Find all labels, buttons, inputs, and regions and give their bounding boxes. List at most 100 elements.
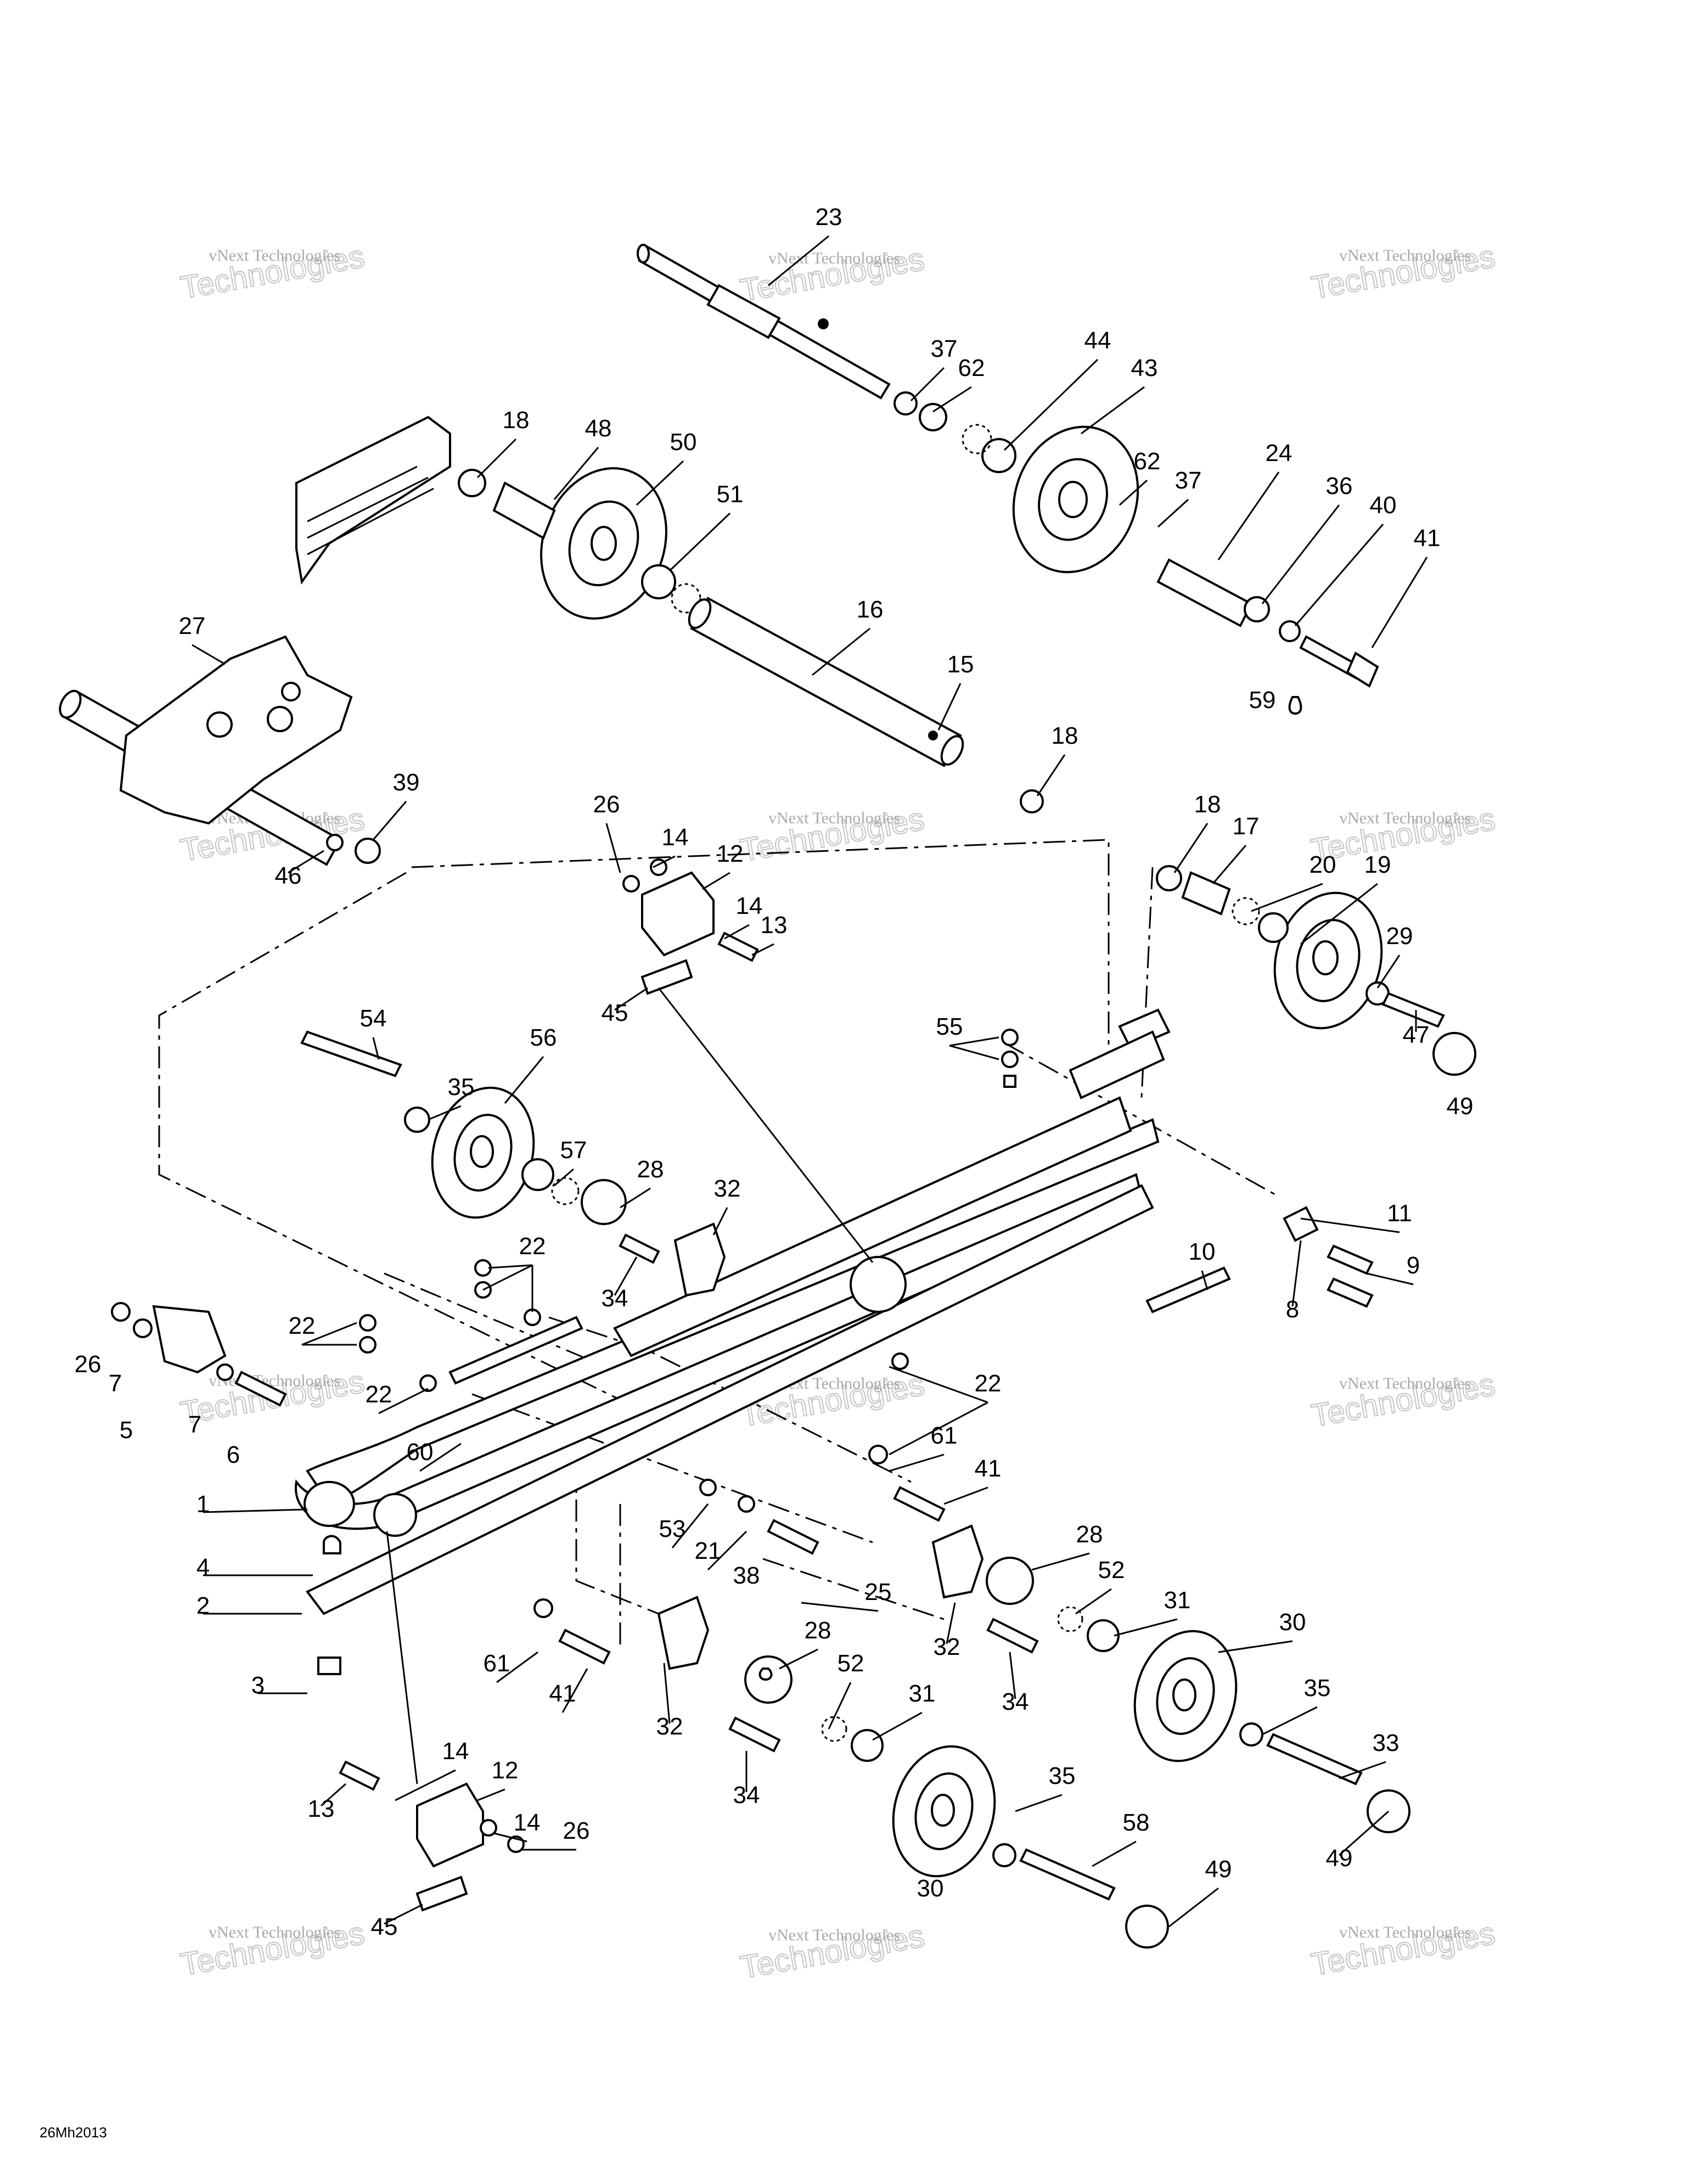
callout-18: 18 <box>1194 791 1221 818</box>
leader-line <box>910 367 945 402</box>
callout-41: 41 <box>1414 525 1441 552</box>
callout-37: 37 <box>931 335 958 362</box>
leader-line <box>1201 1270 1209 1290</box>
callout-23: 23 <box>816 204 842 231</box>
callout-6: 6 <box>227 1441 240 1468</box>
svg-text:vNext Technologies: vNext Technologies <box>209 246 340 265</box>
callout-62: 62 <box>1134 448 1161 475</box>
leader-line <box>1009 1652 1016 1699</box>
leader-line <box>605 823 621 873</box>
callout-56: 56 <box>530 1024 557 1051</box>
callout-40: 40 <box>1370 492 1397 519</box>
callout-14: 14 <box>442 1738 469 1765</box>
leader-line <box>384 1904 423 1925</box>
leader-line <box>482 1264 533 1291</box>
svg-text:vNext Technologies: vNext Technologies <box>768 809 900 827</box>
callout-18: 18 <box>1052 722 1078 749</box>
leader-line <box>1173 823 1209 873</box>
leader-line <box>943 1486 988 1505</box>
leader-line <box>554 1168 574 1187</box>
callout-8: 8 <box>1286 1296 1299 1323</box>
leader-line <box>614 987 648 1011</box>
leader-line <box>712 1207 728 1236</box>
callout-13: 13 <box>761 912 788 939</box>
wheel-30-left <box>744 1655 1169 1949</box>
callout-46: 46 <box>275 862 302 889</box>
leader-line <box>1157 498 1189 528</box>
leader-line <box>872 1711 923 1741</box>
callout-62: 62 <box>958 355 985 381</box>
callout-52: 52 <box>1098 1557 1125 1584</box>
callout-17: 17 <box>1233 813 1260 840</box>
leader-line <box>1294 524 1384 626</box>
leader-line <box>768 235 829 287</box>
leader-line <box>653 855 676 868</box>
callout-20: 20 <box>1310 851 1336 878</box>
callout-9: 9 <box>1407 1252 1420 1279</box>
callout-2: 2 <box>196 1592 210 1619</box>
callout-38: 38 <box>733 1562 760 1589</box>
leader-line <box>668 512 731 572</box>
callout-30: 30 <box>1279 1609 1306 1636</box>
leader-line <box>724 924 750 940</box>
callout-41: 41 <box>975 1455 1002 1482</box>
callout-54: 54 <box>360 1005 387 1032</box>
leader-line <box>663 1663 671 1724</box>
bracket-12-top <box>622 858 759 995</box>
leader-line <box>1031 1552 1090 1571</box>
callout-14: 14 <box>514 1809 541 1836</box>
leader-line <box>1168 1887 1219 1928</box>
leader-line <box>801 1602 879 1612</box>
callout-28: 28 <box>1076 1521 1103 1548</box>
leader-line <box>614 1256 638 1296</box>
callout-32: 32 <box>656 1713 683 1740</box>
callout-22: 22 <box>975 1370 1002 1397</box>
callout-26: 26 <box>75 1351 102 1378</box>
callout-33: 33 <box>1373 1730 1400 1756</box>
leader-line <box>702 872 730 890</box>
svg-text:vNext Technologies: vNext Technologies <box>1339 809 1471 827</box>
leader-line <box>1262 1706 1318 1736</box>
callout-28: 28 <box>637 1156 664 1183</box>
leader-line <box>1075 1588 1112 1615</box>
callout-18: 18 <box>503 407 530 434</box>
leader-line <box>496 1651 538 1683</box>
callout-25: 25 <box>865 1579 892 1605</box>
leader-line <box>1371 557 1428 648</box>
callout-5: 5 <box>120 1417 133 1444</box>
leader-line <box>1251 883 1323 912</box>
leader-line <box>1015 1794 1063 1812</box>
leader-line <box>428 1105 462 1121</box>
leader-line <box>1291 1240 1302 1307</box>
callout-12: 12 <box>492 1757 519 1784</box>
callout-10: 10 <box>1189 1238 1216 1265</box>
leader-line <box>488 1264 533 1269</box>
leader-line <box>1003 358 1099 451</box>
svg-text:vNext Technologies: vNext Technologies <box>1339 246 1471 265</box>
callout-36: 36 <box>1326 473 1353 499</box>
leader-line <box>1212 845 1247 884</box>
leader-line <box>321 1783 346 1807</box>
callout-13: 13 <box>308 1795 335 1822</box>
rear-arm-27 <box>59 635 381 866</box>
leader-line <box>889 1453 945 1472</box>
leader-lines <box>192 235 1428 1928</box>
leader-line <box>1081 386 1145 435</box>
leader-line <box>476 438 517 479</box>
leader-line <box>1339 1810 1389 1856</box>
callout-49: 49 <box>1447 1093 1474 1120</box>
callout-37: 37 <box>1175 467 1202 494</box>
callout-35: 35 <box>1304 1675 1331 1702</box>
callout-14: 14 <box>662 824 689 851</box>
callout-32: 32 <box>714 1175 741 1202</box>
leader-line <box>937 683 962 731</box>
assembly-lines <box>158 839 1279 1647</box>
holders-32 <box>657 1222 984 1670</box>
